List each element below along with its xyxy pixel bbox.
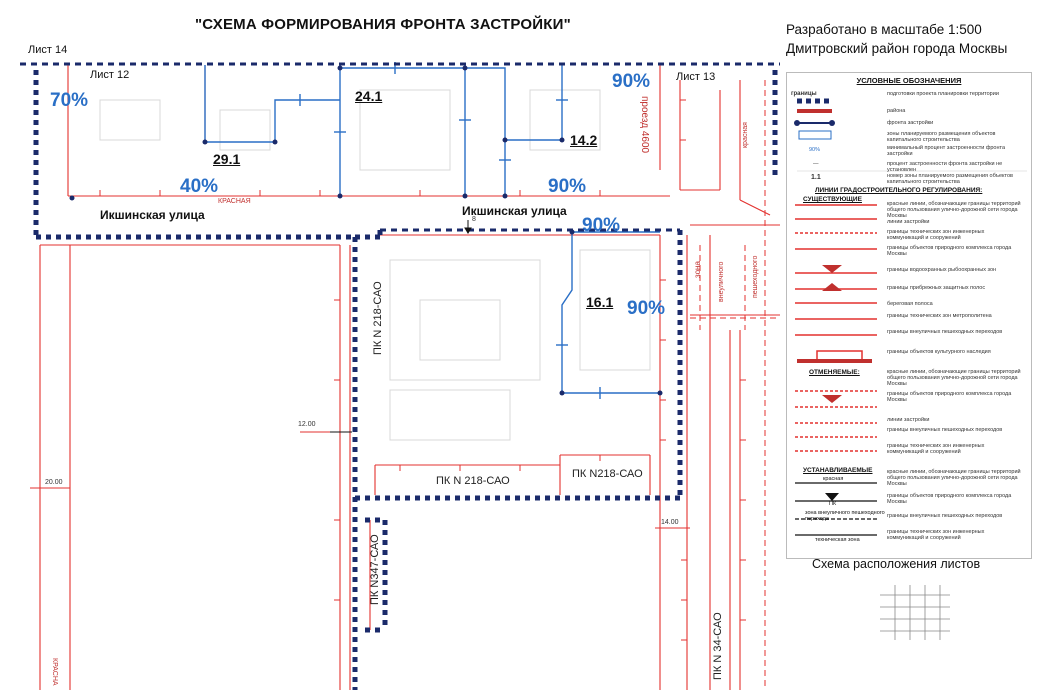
legend-s4: границы технических зон инженерных комму… — [887, 529, 985, 541]
percent-90-right: 90% — [627, 298, 666, 319]
legend-e5: границы водоохранных рыбоохранных зон — [887, 267, 997, 273]
zone-24-1: 24.1 — [355, 88, 383, 104]
legend-e10: границы объектов культурного наследия — [887, 349, 991, 355]
project-boundary — [33, 70, 778, 690]
street-proezd-4600: проезд 4600 — [639, 96, 650, 154]
blue-ticks — [299, 62, 601, 399]
pk-34-sao: ПК N 34-САО — [712, 612, 724, 680]
legend-r6: процент застроенности фронта застройки н… — [887, 161, 1003, 173]
legend-symbols — [794, 98, 1027, 536]
legend-r4: зоны планируемого размещения объектов ка… — [887, 131, 996, 143]
pk-218-sao-horizontal-2: ПК N218-САО — [572, 468, 643, 480]
scale-info: Разработано в масштабе 1:500 Дмитровский… — [786, 20, 1007, 58]
pk-218-sao-vertical: ПК N 218-САО — [372, 281, 384, 355]
district-line: Дмитровский район города Москвы — [786, 41, 1008, 56]
zone-14-2: 14.2 — [570, 132, 598, 148]
legend-e1: красные линии, обозначающие границы терр… — [887, 201, 1021, 219]
legend-sym-zona: зона внеуличного пешеходного перехода — [805, 510, 885, 522]
legend-e6: границы прибрежных защитных полос — [887, 285, 986, 291]
legend-panel: УСЛОВНЫЕ ОБОЗНАЧЕНИЯ границы — [786, 72, 1032, 559]
label-krasna: КРАСНА — [51, 658, 58, 686]
zone-16-1: 16.1 — [586, 294, 614, 310]
street-ikshinskaya-left: Икшинская улица — [100, 208, 205, 222]
label-zona: зона — [693, 261, 702, 278]
scale-line: Разработано в масштабе 1:500 — [786, 22, 982, 37]
legend-r2: района — [887, 108, 906, 114]
blue-zone-nodes — [69, 65, 663, 396]
legend-e7: береговая полоса — [887, 301, 933, 307]
sheet-12-label: Лист 12 — [90, 69, 130, 81]
sheet-scheme-title: Схема расположения листов — [812, 557, 981, 571]
dim-14-00: 14.00 — [661, 519, 679, 526]
red-ticks — [99, 99, 746, 641]
legend-e8: границы технических зон метрополитена — [887, 313, 992, 319]
legend-cancelled-head: ОТМЕНЯЕМЫЕ: — [809, 369, 860, 376]
legend-c3: линии застройки — [887, 417, 930, 423]
percent-90-mid: 90% — [548, 176, 587, 197]
pk-347-sao: ПК N347-САО — [369, 534, 381, 605]
legend-lines-head: ЛИНИИ ГРАДОСТРОИТЕЛЬНОГО РЕГУЛИРОВАНИЯ: — [815, 187, 983, 194]
legend-s2: границы объектов природного комплекса го… — [887, 493, 1012, 505]
legend-r7: номер зоны планируемого размещения объек… — [887, 173, 1013, 185]
label-vnezhnego: внеуличного — [718, 261, 725, 302]
sheet-14-label: Лист 14 — [28, 44, 68, 56]
red-dashed-lines — [690, 80, 780, 690]
dim-12-00: 12.00 — [298, 421, 316, 428]
sheet-scheme-grid — [880, 585, 950, 640]
legend-established-head: УСТАНАВЛИВАЕМЫЕ — [803, 467, 873, 474]
legend-c2: границы объектов природного комплекса го… — [887, 391, 1012, 403]
legend-c5: границы технических зон инженерных комму… — [887, 443, 985, 455]
percent-90-block: 90% — [582, 215, 621, 236]
legend-e2: линии застройки — [887, 219, 930, 225]
percent-70: 70% — [50, 90, 89, 111]
street-ikshinskaya-right: Икшинская улица — [462, 204, 567, 218]
dim-8: 8 — [472, 216, 476, 223]
legend-r3: фронта застройки — [887, 120, 934, 126]
legend-sym-tech: техническая зона — [815, 537, 860, 543]
legend-existing-head: СУЩЕСТВУЮЩИЕ — [803, 196, 862, 203]
label-krasnaya-vert: красная — [742, 122, 749, 148]
legend-r1: подготовки проекта планировки территории — [887, 91, 999, 97]
map-title: "СХЕМА ФОРМИРОВАНИЯ ФРОНТА ЗАСТРОЙКИ" — [195, 16, 571, 33]
legend-title: УСЛОВНЫЕ ОБОЗНАЧЕНИЯ — [856, 76, 962, 85]
arrow-8 — [330, 220, 472, 433]
legend-sym-krasnaya: красная — [823, 476, 844, 482]
pk-218-sao-horizontal: ПК N 218-САО — [436, 475, 510, 487]
legend-r5: минимальный процент застроенности фронта… — [887, 145, 1006, 157]
district-boundary-top — [20, 62, 780, 232]
legend-r6-sym: — — [813, 161, 819, 167]
dim-20-00: 20.00 — [45, 479, 63, 486]
legend-e4: границы объектов природного комплекса го… — [887, 245, 1012, 257]
building-footprints — [99, 89, 651, 441]
legend-e9: границы внеуличных пешеходных переходов — [887, 329, 1003, 335]
legend-boundaries-label: границы — [791, 91, 817, 97]
legend-e3: границы технических зон инженерных комму… — [887, 229, 985, 241]
legend-s3: границы внеуличных пешеходных переходов — [887, 513, 1003, 519]
zone-29-1: 29.1 — [213, 151, 241, 167]
percent-40: 40% — [180, 176, 219, 197]
legend-sym-pk: ПК — [829, 501, 837, 507]
label-krasnaya: КРАСНАЯ — [218, 198, 251, 205]
legend-c1: красные линии, обозначающие границы терр… — [887, 369, 1021, 387]
label-peshekhodnogo: пешеходного — [752, 255, 759, 298]
legend-r7-sym: 1.1 — [811, 174, 821, 181]
legend-r5-sym: 90% — [809, 147, 821, 153]
legend-c4: границы внеуличных пешеходных переходов — [887, 427, 1003, 433]
sheet-13-label: Лист 13 — [676, 71, 716, 83]
legend-s1: красные линии, обозначающие границы терр… — [887, 469, 1021, 487]
percent-90-top: 90% — [612, 71, 651, 92]
red-lines — [30, 65, 780, 690]
